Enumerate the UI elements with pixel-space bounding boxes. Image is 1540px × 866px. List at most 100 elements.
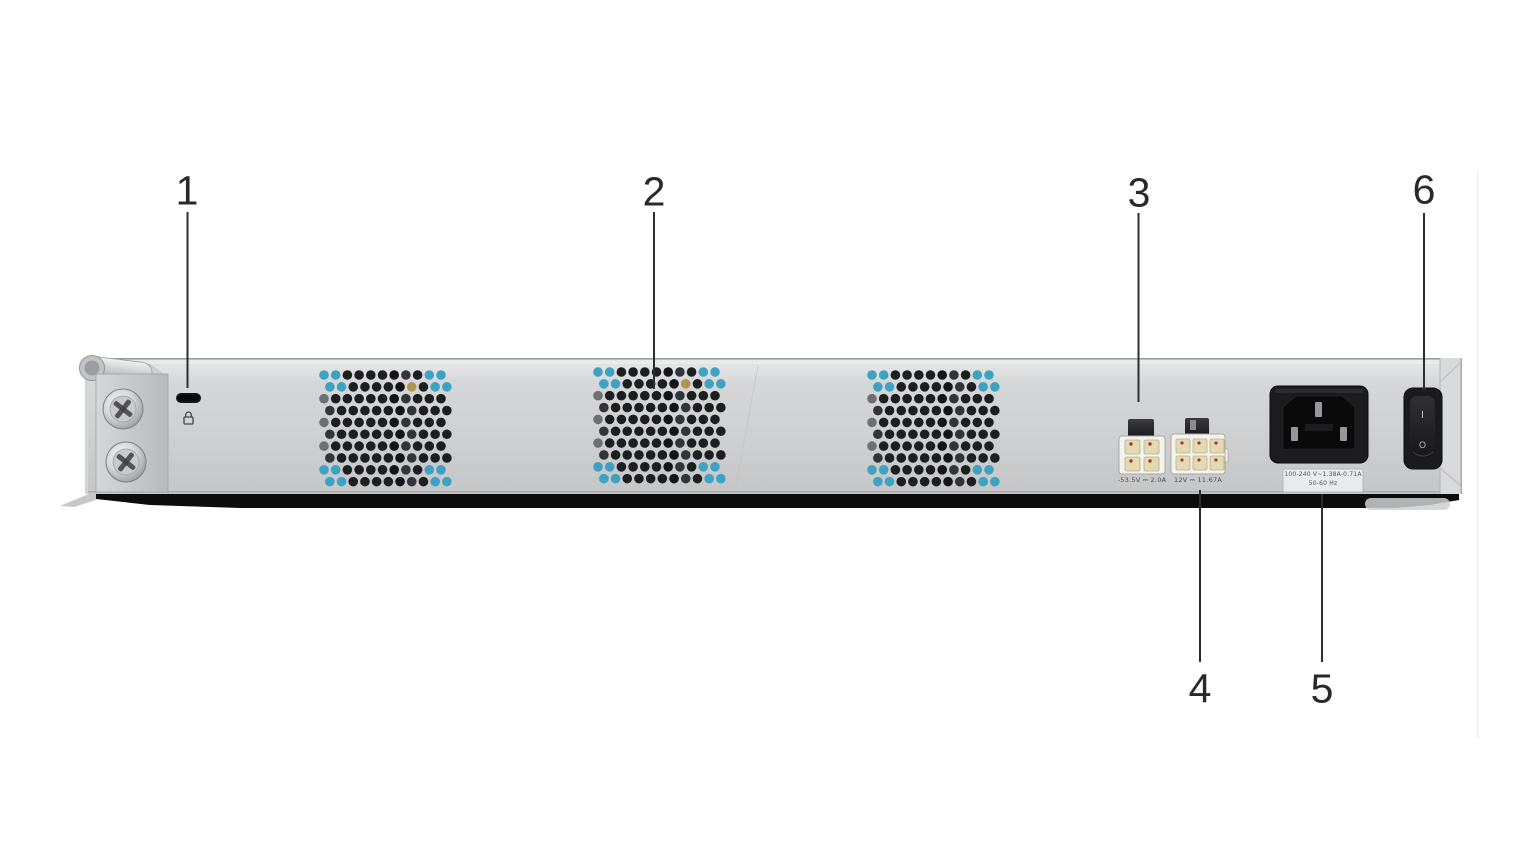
vent-hole: [686, 390, 697, 401]
vent-hole: [873, 382, 883, 392]
vent-hole: [663, 367, 673, 377]
vent-hole: [890, 393, 901, 404]
vent-hole: [604, 367, 615, 377]
vent-hole: [943, 405, 953, 416]
vent-hole: [692, 379, 703, 389]
vent-hole: [896, 429, 907, 440]
vent-hole: [896, 476, 907, 487]
vent-hole: [325, 382, 335, 392]
vent-hole: [645, 426, 656, 437]
vent-hole: [960, 465, 971, 475]
vent-hole: [675, 390, 685, 401]
vent-hole: [406, 453, 417, 463]
vent-hole: [634, 450, 644, 460]
vent-hole: [686, 414, 697, 425]
vent-hole: [354, 417, 364, 428]
vent-hole: [669, 426, 679, 437]
vent-hole: [704, 473, 714, 484]
vent-hole: [616, 438, 627, 448]
vent-hole: [966, 453, 977, 463]
vent-hole: [884, 382, 895, 392]
callout-number-5: 5: [1310, 665, 1334, 712]
vent-hole: [599, 473, 609, 484]
vent-hole: [430, 405, 440, 416]
vent-hole: [884, 476, 895, 487]
vent-hole: [978, 429, 988, 440]
vent-hole: [692, 426, 703, 437]
vent-hole: [401, 465, 411, 475]
vent-hole: [442, 476, 452, 487]
vent-hole: [873, 405, 883, 416]
vent-hole: [663, 390, 673, 401]
vent-hole: [949, 370, 959, 380]
vent-hole: [342, 465, 353, 475]
rack-bracket: [79, 355, 169, 493]
vent-hole: [383, 476, 394, 487]
vent-hole: [902, 370, 912, 380]
vent-hole: [984, 417, 994, 428]
vent-hole: [931, 405, 942, 416]
vent-hole: [867, 417, 877, 428]
vent-hole: [663, 462, 673, 472]
vent-hole: [401, 441, 411, 451]
vent-hole: [622, 450, 633, 460]
vent-hole: [651, 414, 662, 425]
vent-hole: [867, 370, 877, 380]
vent-hole: [604, 390, 615, 401]
vent-hole: [943, 476, 953, 487]
vent-hole: [610, 450, 621, 460]
vent-hole: [704, 426, 714, 437]
vent-hole: [640, 438, 650, 448]
vent-hole: [336, 405, 347, 416]
vent-hole: [436, 393, 446, 404]
vent-hole: [377, 441, 388, 451]
vent-hole: [972, 441, 983, 451]
vent-hole: [330, 465, 341, 475]
vent-hole: [669, 450, 679, 460]
vent-hole: [716, 473, 726, 484]
vent-hole: [680, 473, 691, 484]
vent-hole: [914, 441, 924, 451]
callout-number-1: 1: [175, 167, 199, 214]
vent-hole: [436, 441, 446, 451]
vent-hole: [424, 441, 435, 451]
bracket-screw-bottom: [105, 441, 147, 483]
vent-hole: [884, 429, 895, 440]
vent-hole: [710, 414, 720, 425]
vent-hole: [919, 429, 930, 440]
vent-hole: [716, 426, 726, 437]
dc-4pin-rating-label: -53.5V ⎓ 2.0A: [1117, 476, 1167, 484]
vent-hole: [675, 462, 685, 472]
vent-hole: [634, 473, 644, 484]
vent-hole: [704, 450, 714, 460]
ac-power-inlet: [1269, 385, 1369, 464]
vent-hole: [389, 465, 400, 475]
vent-hole: [395, 405, 405, 416]
vent-hole: [610, 473, 621, 484]
vent-hole: [990, 476, 1000, 487]
vent-hole: [990, 405, 1000, 416]
chassis-left-base-wedge: [60, 491, 96, 507]
vent-hole: [604, 462, 615, 472]
vent-hole: [692, 473, 703, 484]
vent-hole: [867, 393, 877, 404]
vent-hole: [943, 453, 953, 463]
vent-hole: [990, 429, 1000, 440]
vent-hole: [954, 453, 965, 463]
vent-hole: [931, 429, 942, 440]
vent-hole: [873, 476, 883, 487]
vent-hole: [919, 453, 930, 463]
vent-hole: [908, 405, 918, 416]
vent-hole: [657, 426, 668, 437]
vent-hole: [366, 417, 376, 428]
vent-hole: [604, 414, 615, 425]
vent-hole: [710, 438, 720, 448]
vent-hole: [377, 393, 388, 404]
vent-hole: [925, 465, 936, 475]
vent-hole: [412, 370, 423, 380]
vent-hole: [389, 417, 400, 428]
vent-hole: [360, 429, 370, 440]
vent-hole: [424, 393, 435, 404]
vent-hole: [925, 441, 936, 451]
vent-hole: [878, 465, 889, 475]
